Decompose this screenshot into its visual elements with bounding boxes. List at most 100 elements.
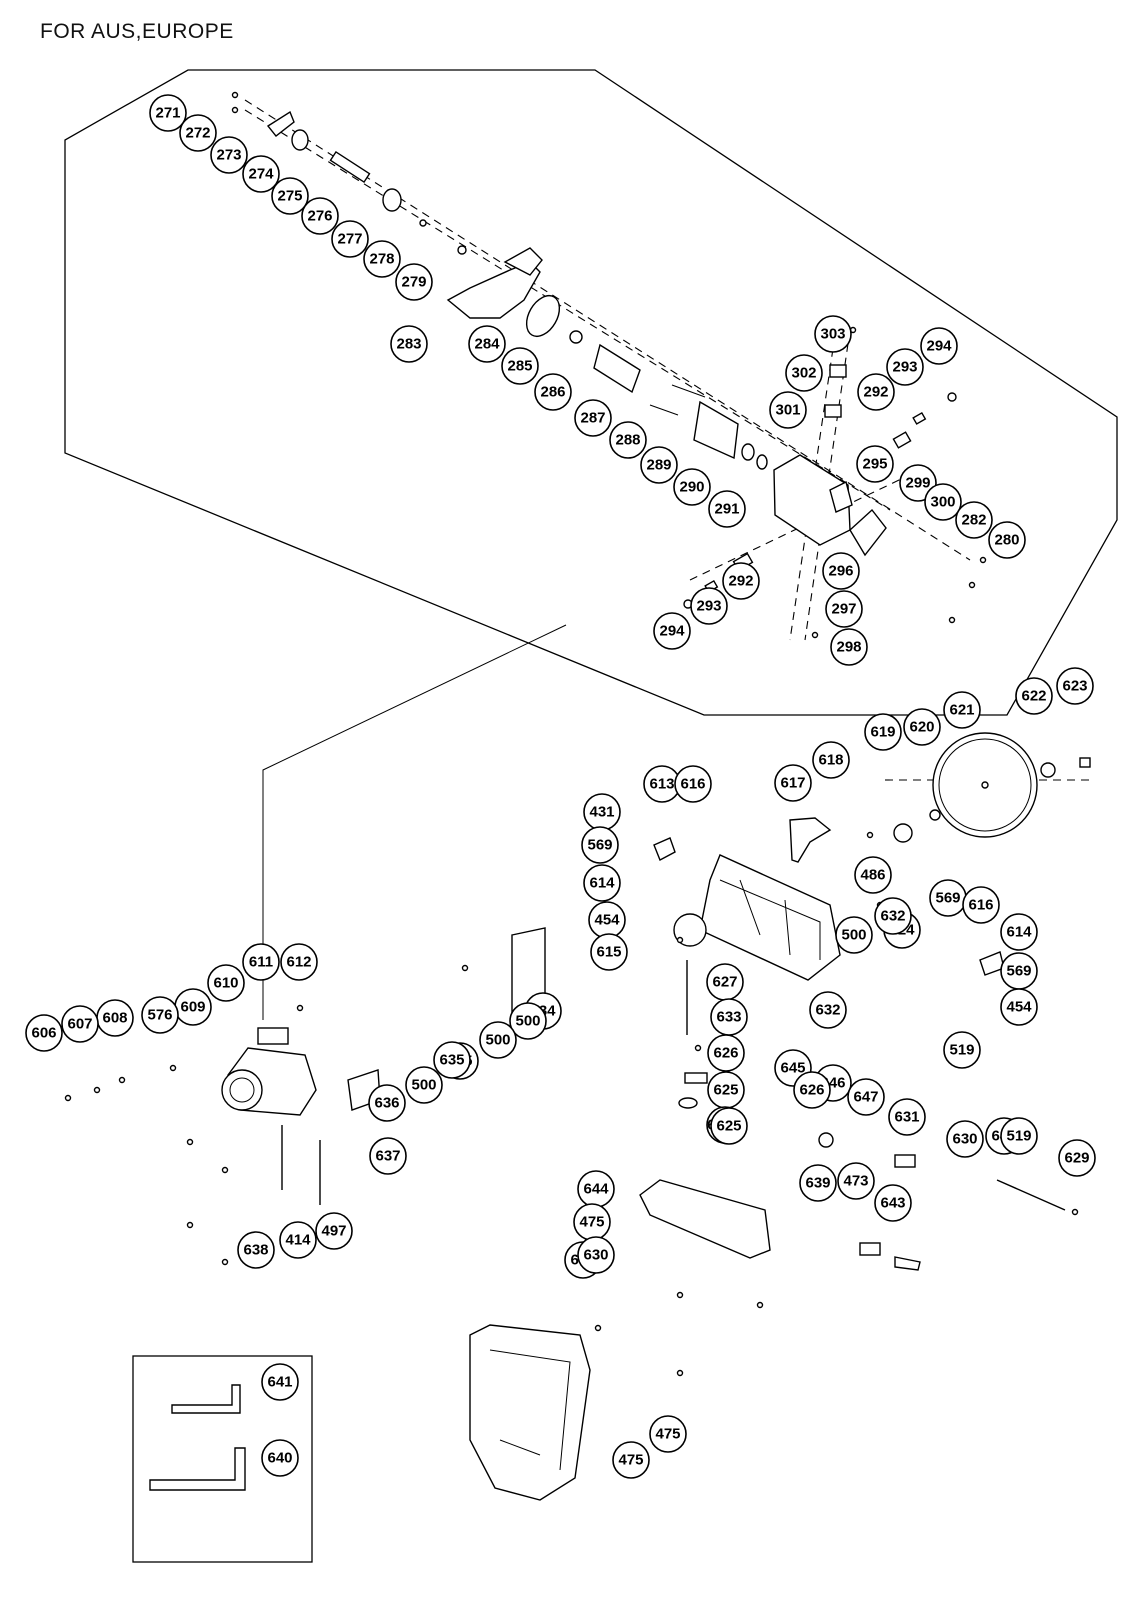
motor-assembly-frame <box>64 69 1118 716</box>
part-callout-633: 633 <box>710 998 748 1036</box>
part-callout-label: 614 <box>1006 924 1032 941</box>
part-callout-295: 295 <box>856 445 894 483</box>
dust-cover-part <box>639 1179 771 1259</box>
part-callout-622: 622 <box>1015 677 1053 715</box>
part-callout-label: 625 <box>713 1082 738 1099</box>
part-callout-500: 500 <box>509 1002 547 1040</box>
part-callout-282: 282 <box>955 501 993 539</box>
outer-flange-part <box>1040 762 1056 778</box>
spring-part <box>894 1154 916 1168</box>
part-callout-454: 454 <box>1000 988 1038 1026</box>
part-callout-label: 294 <box>659 623 685 640</box>
part-callout-497: 497 <box>315 1212 353 1250</box>
part-callout-label: 473 <box>843 1173 868 1190</box>
part-callout-475: 475 <box>649 1415 687 1453</box>
part-callout-label: 274 <box>248 166 274 183</box>
part-callout-label: 298 <box>836 639 861 656</box>
part-callout-label: 569 <box>1006 963 1031 980</box>
part-callout-label: 630 <box>583 1247 608 1264</box>
part-callout-label: 616 <box>968 897 993 914</box>
part-callout-569: 569 <box>581 826 619 864</box>
part-callout-label: 609 <box>180 999 205 1016</box>
part-callout-label: 645 <box>780 1060 805 1077</box>
part-callout-612: 612 <box>280 943 318 981</box>
brush-holder-part <box>829 480 853 513</box>
part-callout-284: 284 <box>468 325 506 363</box>
part-callout-label: 500 <box>515 1013 540 1030</box>
hex-key-large-part <box>149 1447 246 1491</box>
part-callout-label: 278 <box>369 251 394 268</box>
part-callout-639: 639 <box>799 1164 837 1202</box>
part-callout-label: 606 <box>31 1025 56 1042</box>
part-callout-569: 569 <box>1000 952 1038 990</box>
part-callout-297: 297 <box>825 590 863 628</box>
part-callout-611: 611 <box>242 943 280 981</box>
part-callout-label: 293 <box>892 359 917 376</box>
part-callout-label: 295 <box>862 456 887 473</box>
part-callout-label: 275 <box>277 188 302 205</box>
accessory-box <box>132 1355 313 1563</box>
part-callout-label: 647 <box>853 1089 878 1106</box>
part-callout-label: 617 <box>780 775 805 792</box>
part-callout-291: 291 <box>708 490 746 528</box>
detail-connector-line <box>262 624 567 1020</box>
part-callout-621: 621 <box>943 691 981 729</box>
part-callout-303: 303 <box>814 315 852 353</box>
part-callout-label: 615 <box>596 944 621 961</box>
part-callout-label: 632 <box>815 1002 840 1019</box>
part-callout-label: 500 <box>411 1077 436 1094</box>
part-callout-644: 644 <box>577 1170 615 1208</box>
part-callout-label: 626 <box>713 1045 738 1062</box>
part-callout-637: 637 <box>369 1137 407 1175</box>
part-callout-272: 272 <box>179 114 217 152</box>
part-callout-292: 292 <box>857 373 895 411</box>
part-callout-616: 616 <box>962 886 1000 924</box>
part-callout-275: 275 <box>271 177 309 215</box>
part-callout-label: 282 <box>961 512 986 529</box>
part-callout-label: 287 <box>580 410 605 427</box>
part-callout-519: 519 <box>943 1031 981 1069</box>
part-callout-label: 475 <box>618 1452 643 1469</box>
riving-knife-part <box>789 817 832 863</box>
part-callout-label: 296 <box>828 563 853 580</box>
part-callout-614: 614 <box>583 864 621 902</box>
part-callout-label: 271 <box>155 105 180 122</box>
switch-part <box>824 404 842 418</box>
flange-part <box>893 823 913 843</box>
part-callout-647: 647 <box>847 1078 885 1116</box>
part-callout-label: 623 <box>1062 678 1087 695</box>
part-callout-label: 640 <box>267 1450 292 1467</box>
part-callout-label: 486 <box>860 867 885 884</box>
part-callout-label: 300 <box>930 494 955 511</box>
part-callout-630: 630 <box>946 1120 984 1158</box>
hex-key-small-part <box>171 1384 241 1414</box>
part-callout-287: 287 <box>574 399 612 437</box>
part-callout-271: 271 <box>149 94 187 132</box>
part-callout-277: 277 <box>331 220 369 258</box>
shaft-part <box>329 150 371 184</box>
part-callout-label: 635 <box>439 1052 464 1069</box>
part-callout-label: 608 <box>102 1010 127 1027</box>
part-callout-293: 293 <box>886 348 924 386</box>
part-callout-609: 609 <box>174 988 212 1026</box>
part-callout-label: 280 <box>994 532 1019 549</box>
part-callout-276: 276 <box>301 197 339 235</box>
part-callout-label: 619 <box>870 724 895 741</box>
part-callout-294: 294 <box>920 327 958 365</box>
part-callout-label: 431 <box>589 804 614 821</box>
part-callout-632: 632 <box>809 991 847 1029</box>
part-callout-label: 639 <box>805 1175 830 1192</box>
part-callout-label: 276 <box>307 208 332 225</box>
part-callout-301: 301 <box>769 391 807 429</box>
part-callout-454: 454 <box>588 901 626 939</box>
part-callout-298: 298 <box>830 628 868 666</box>
part-callout-473: 473 <box>837 1162 875 1200</box>
part-callout-label: 607 <box>67 1016 92 1033</box>
part-callout-475: 475 <box>573 1203 611 1241</box>
part-callout-300: 300 <box>924 483 962 521</box>
part-callout-576: 576 <box>141 996 179 1034</box>
part-callout-label: 627 <box>712 974 737 991</box>
part-callout-label: 625 <box>716 1118 741 1135</box>
part-callout-label: 299 <box>905 475 930 492</box>
part-callout-label: 286 <box>540 384 565 401</box>
